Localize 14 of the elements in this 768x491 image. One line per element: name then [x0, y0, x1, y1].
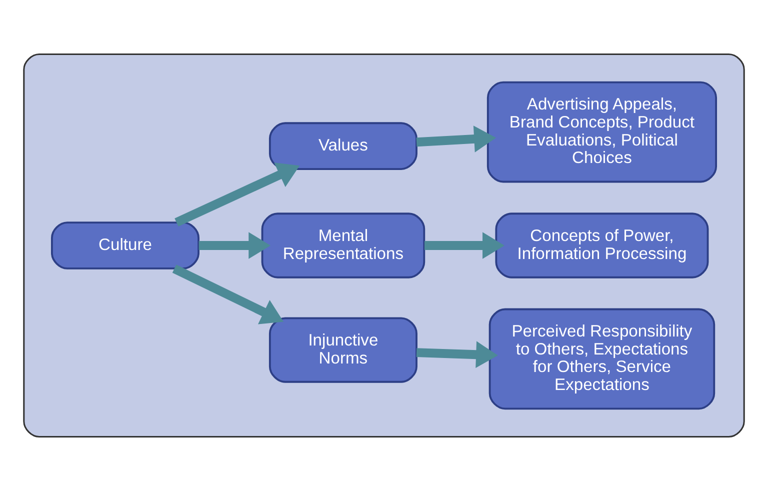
cluster	[23, 54, 745, 438]
arrow	[174, 162, 300, 226]
node-box: Mental Representations	[261, 212, 426, 278]
arrow	[416, 341, 498, 368]
arrow	[424, 232, 504, 259]
node-box: Culture	[51, 222, 200, 270]
node-box: Concepts of Power, Information Processing	[495, 212, 709, 278]
node-box: Injunctive Norms	[268, 317, 418, 383]
arrow	[416, 126, 496, 152]
node-box: Perceived Responsibility to Others, Expectations for Others, Service Expectations	[488, 308, 716, 410]
node-box: Advertising Appeals, Brand Concepts, Product Evaluations, Political Choices	[486, 81, 717, 183]
arrow	[172, 264, 284, 324]
node-box: Values	[268, 122, 418, 170]
arrow	[198, 232, 271, 259]
